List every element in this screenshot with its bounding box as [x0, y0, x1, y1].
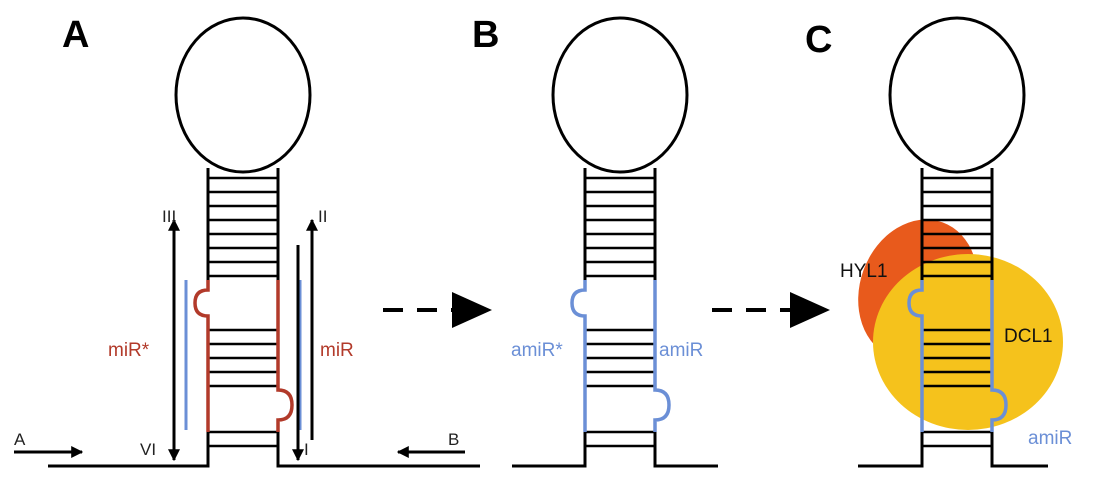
stem-base-pairs [922, 176, 992, 448]
stem-left-strand-lower [512, 432, 587, 468]
stem-right-strand-lower [653, 432, 718, 468]
mirstar-label: miR* [108, 340, 150, 361]
stem-right-strand-lower [990, 432, 1048, 468]
hyl1-label: HYL1 [840, 261, 888, 282]
hairpin-loop [888, 16, 1026, 174]
roman-label-vi: VI [140, 440, 156, 459]
stem-base-pairs [585, 176, 655, 448]
roman-label-i: I [304, 440, 309, 459]
roman-label-ii: II [318, 207, 327, 226]
amirstar-strand [907, 280, 924, 432]
amir-label: amiR [659, 340, 703, 361]
mirstar-strand [193, 280, 210, 432]
dcl1-label: DCL1 [1004, 326, 1053, 347]
stem-left-strand-lower [48, 432, 210, 468]
amir-strand [990, 280, 1008, 432]
amirstar-strand [570, 280, 587, 432]
panel-a-letter: A [62, 14, 89, 56]
primer-b-label: B [448, 430, 459, 449]
amir-label: amiR [1028, 428, 1072, 449]
amir-strand [653, 280, 671, 432]
hairpin-loop [174, 16, 312, 174]
stem-right-strand-lower [276, 432, 480, 468]
stem-base-pairs [208, 176, 278, 448]
panel-c: C HYL1 DCL1 amiR [805, 16, 1072, 468]
mir-strand [276, 280, 294, 432]
panel-a: A III II VI I A B miR* miR [14, 14, 480, 468]
transition-arrow-bc [712, 292, 830, 328]
panel-b: B amiR* amiR [472, 14, 718, 468]
mir-label: miR [320, 340, 354, 361]
amirstar-label: amiR* [511, 340, 563, 361]
primer-a-label: A [14, 430, 26, 449]
panel-c-letter: C [805, 19, 832, 61]
panel-b-letter: B [472, 14, 499, 56]
transition-arrow-ab [383, 292, 492, 328]
stem-left-strand-lower [858, 432, 924, 468]
roman-label-iii: III [162, 207, 176, 226]
hairpin-loop [551, 16, 689, 174]
